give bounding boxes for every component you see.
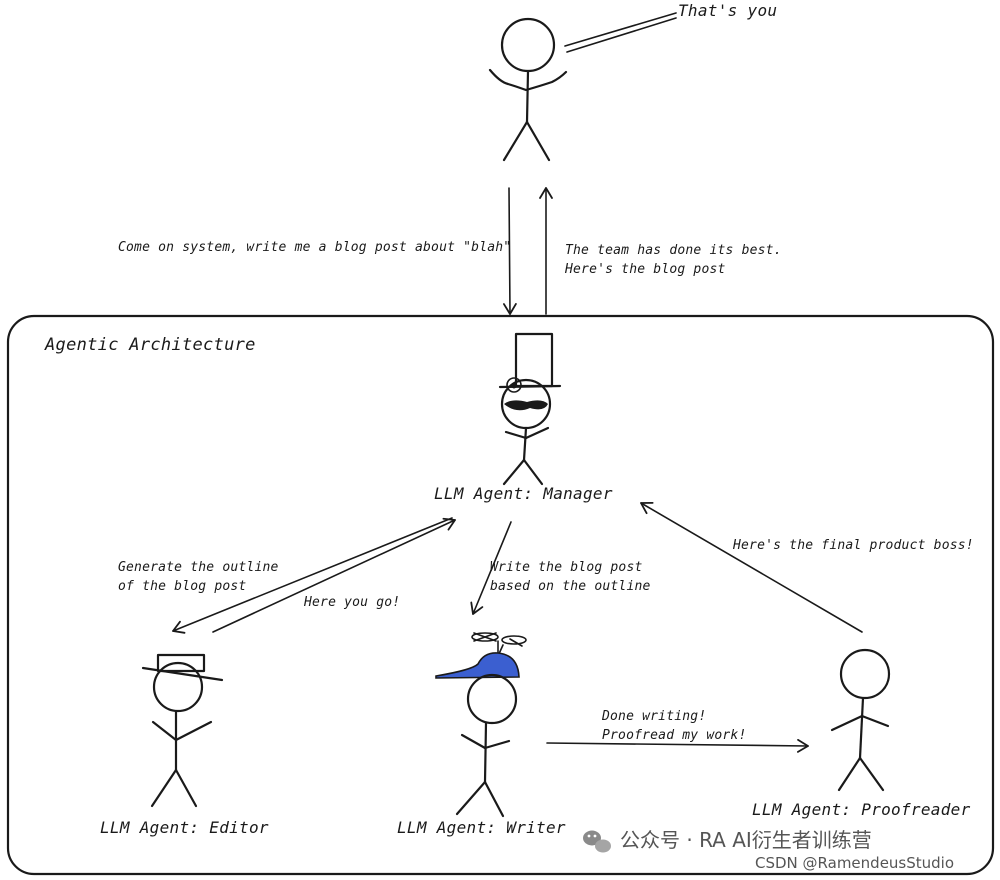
watermark-main: 公众号 · RA AI衍生者训练营 (620, 829, 872, 852)
user-callout: That's you (678, 2, 777, 20)
watermark-sub: CSDN @RamendeusStudio (755, 855, 954, 872)
editor-label: LLM Agent: Editor (100, 819, 269, 837)
outline-request-message: Generate the outline of the blog post (118, 558, 279, 596)
response-message: The team has done its best. Here's the b… (565, 241, 782, 279)
final-product-message: Here's the final product boss! (733, 539, 974, 554)
proofreader-label: LLM Agent: Proofreader (752, 801, 971, 819)
outline-return-message: Here you go! (304, 596, 400, 611)
final-product-arrow (641, 503, 862, 632)
proofreader-figure (832, 650, 889, 790)
user-figure (490, 13, 676, 160)
request-message: Come on system, write me a blog post abo… (118, 241, 511, 256)
propeller-cap (436, 653, 519, 678)
wechat-icon (583, 831, 611, 853)
editor-figure (143, 655, 222, 806)
proofread-request-message: Done writing! Proofread my work! (602, 707, 746, 745)
manager-figure (500, 334, 560, 484)
writer-label: LLM Agent: Writer (397, 819, 566, 837)
write-request-message: Write the blog post based on the outline (490, 558, 651, 596)
architecture-title: Agentic Architecture (45, 336, 256, 356)
manager-label: LLM Agent: Manager (434, 485, 613, 503)
writer-figure (436, 633, 526, 816)
